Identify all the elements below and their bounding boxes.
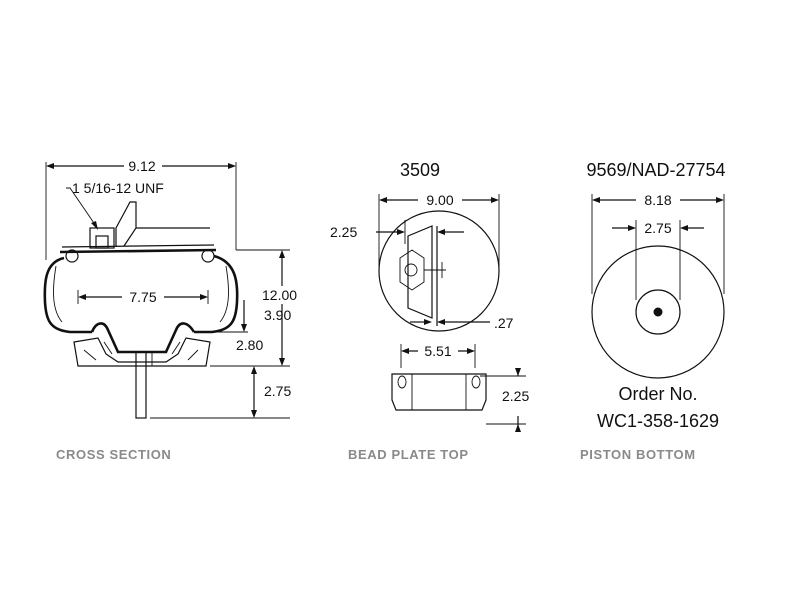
order-label: Order No.	[618, 384, 697, 404]
bellows-right	[194, 254, 239, 334]
arrowhead	[46, 163, 54, 169]
dimension-bracket-width: 5.51	[424, 343, 451, 359]
dimension-width-overall: 9.12	[128, 158, 155, 174]
dimension-bead-offset: 2.25	[330, 224, 357, 240]
stud-hex	[399, 249, 425, 291]
dimension-bracket-height: 2.25	[502, 388, 529, 404]
bead-roll-left	[65, 249, 79, 263]
dimension-height-lower: 2.80	[236, 337, 263, 353]
dimension-piston-center: 2.75	[644, 220, 671, 236]
dimension-bead-edge: .27	[494, 315, 514, 331]
caption-piston-bottom: PISTON BOTTOM	[580, 447, 696, 462]
plate-bracket	[407, 225, 433, 319]
bracket-gusset	[115, 201, 137, 247]
dimension-height-mid: 3.90	[264, 307, 291, 323]
bead-plate-view: 3509 9.00 2.25 .27	[330, 160, 529, 462]
leader-line	[66, 187, 97, 227]
bellows-left	[43, 256, 92, 334]
piston-bottom-view: 9569/NAD-27754 8.18 2.75 Order No. WC1-3…	[580, 160, 726, 462]
dimension-piston-diameter: 8.18	[644, 192, 671, 208]
caption-cross-section: CROSS SECTION	[56, 447, 171, 462]
bead-plate-top	[59, 248, 217, 254]
dimension-stud-length: 2.75	[264, 383, 291, 399]
bead-plate-part-number: 3509	[400, 160, 440, 180]
dimension-height-total: 12.00	[262, 287, 297, 303]
bead-roll-right	[201, 249, 215, 263]
bracket-side	[391, 373, 487, 411]
arrowhead	[91, 221, 98, 230]
arrowhead	[228, 163, 236, 169]
lower-stud	[135, 351, 147, 419]
order-number: WC1-358-1629	[597, 411, 719, 431]
piston-base	[73, 337, 211, 367]
dimension-bead-diameter: 9.00	[426, 192, 453, 208]
thread-note: 1 5/16-12 UNF	[72, 180, 164, 196]
piston-center-circle	[635, 289, 681, 335]
piston-part-number: 9569/NAD-27754	[586, 160, 725, 180]
piston-outer-circle	[591, 245, 725, 379]
caption-bead-plate-top: BEAD PLATE TOP	[348, 447, 469, 462]
piston-center-dot	[653, 307, 663, 317]
dimension-inner-width: 7.75	[129, 289, 156, 305]
bracket-hole-left	[397, 375, 407, 389]
bracket-hole-right	[471, 375, 481, 389]
bead-plate-circle	[378, 210, 500, 332]
cross-section-view: 9.12 1 5/16-12 UNF 7.75	[43, 157, 304, 462]
mounting-stud	[89, 227, 115, 249]
